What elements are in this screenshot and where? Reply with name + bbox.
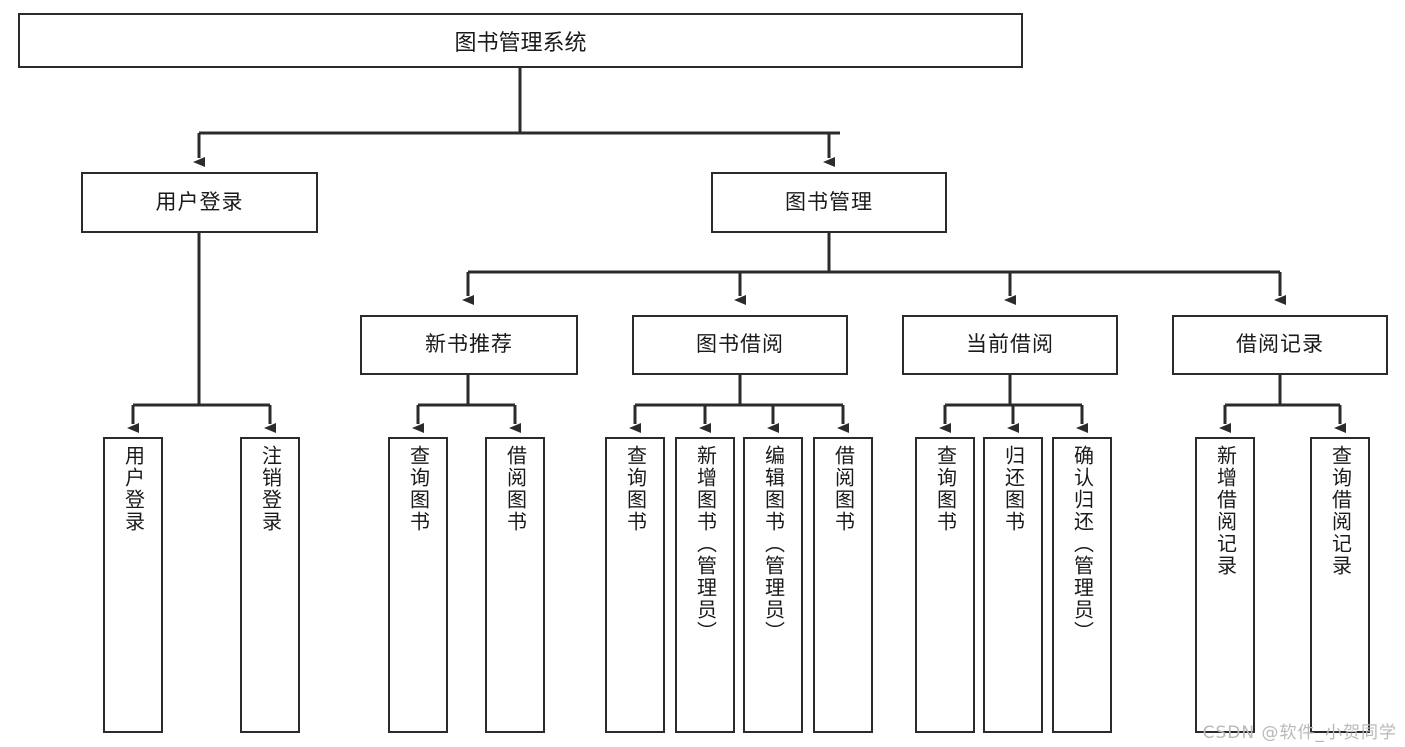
node-label: 新书推荐 (425, 332, 513, 357)
leaf-record-query-record[interactable]: 查询借阅记录 (1310, 437, 1370, 733)
leaf-record-add-record[interactable]: 新增借阅记录 (1195, 437, 1255, 733)
node-label: 查询图书 (933, 445, 958, 533)
node-book-management[interactable]: 图书管理 (711, 172, 947, 233)
node-label: 查询图书 (623, 445, 648, 533)
node-label: 用户登录 (121, 445, 146, 533)
node-label: 当前借阅 (966, 332, 1054, 357)
leaf-borrow-add-book-admin[interactable]: 新增图书（管理员） (675, 437, 735, 733)
leaf-current-confirm-return-admin[interactable]: 确认归还（管理员） (1052, 437, 1112, 733)
node-label: 编辑图书（管理员） (761, 445, 786, 643)
node-label: 新增图书（管理员） (693, 445, 718, 643)
node-label: 借阅图书 (503, 445, 528, 533)
node-root-system[interactable]: 图书管理系统 (18, 13, 1023, 68)
leaf-new-book-borrow[interactable]: 借阅图书 (485, 437, 545, 733)
node-label: 确认归还（管理员） (1070, 445, 1095, 643)
leaf-current-return-book[interactable]: 归还图书 (983, 437, 1043, 733)
node-label: 用户登录 (155, 189, 244, 214)
node-current-borrow[interactable]: 当前借阅 (902, 315, 1118, 375)
node-book-borrow[interactable]: 图书借阅 (632, 315, 848, 375)
leaf-new-book-query[interactable]: 查询图书 (388, 437, 448, 733)
node-label: 图书管理系统 (454, 30, 587, 56)
leaf-current-query-book[interactable]: 查询图书 (915, 437, 975, 733)
node-borrow-record[interactable]: 借阅记录 (1172, 315, 1388, 375)
node-label: 借阅记录 (1236, 332, 1324, 357)
leaf-user-login-login[interactable]: 用户登录 (103, 437, 163, 733)
leaf-borrow-borrow-book[interactable]: 借阅图书 (813, 437, 873, 733)
node-user-login[interactable]: 用户登录 (81, 172, 318, 233)
node-label: 归还图书 (1001, 445, 1026, 533)
node-new-book-recommend[interactable]: 新书推荐 (360, 315, 578, 375)
leaf-borrow-edit-book-admin[interactable]: 编辑图书（管理员） (743, 437, 803, 733)
node-label: 注销登录 (258, 445, 283, 533)
leaf-user-login-logout[interactable]: 注销登录 (240, 437, 300, 733)
node-label: 查询图书 (406, 445, 431, 533)
node-label: 图书管理 (785, 189, 873, 214)
node-label: 查询借阅记录 (1328, 445, 1353, 577)
node-label: 新增借阅记录 (1213, 445, 1238, 577)
node-label: 图书借阅 (696, 332, 784, 357)
node-label: 借阅图书 (831, 445, 856, 533)
leaf-borrow-query-book[interactable]: 查询图书 (605, 437, 665, 733)
